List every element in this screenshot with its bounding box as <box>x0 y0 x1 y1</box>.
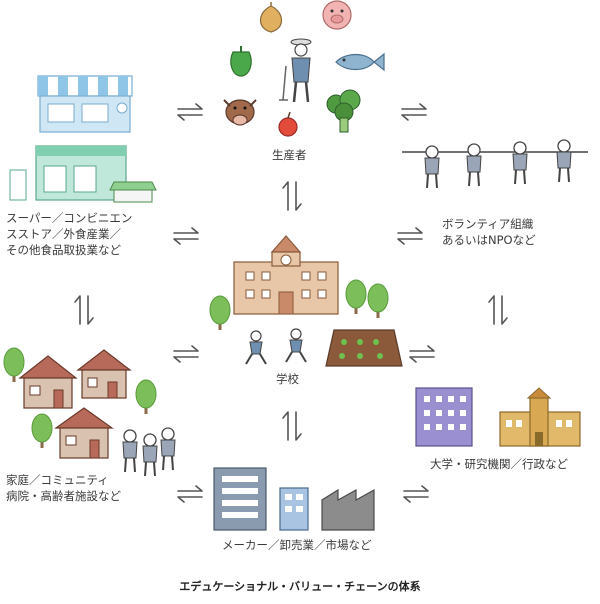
tree-icon <box>32 414 52 448</box>
retail-label-line: その他食品取扱業など <box>6 242 132 258</box>
apple-icon <box>279 112 297 136</box>
students-icon <box>246 329 306 364</box>
tree-icon <box>368 284 388 318</box>
fish-icon <box>336 54 384 70</box>
exchange-arrows-icon <box>402 104 426 120</box>
university-label: 大学・研究機関／行政など <box>430 456 568 472</box>
home-label-line: 家庭／コミュニティ <box>6 472 121 488</box>
family-icon <box>123 428 175 476</box>
retail-label: スーパー／コンビニエン スストア／外食産業／ その他食品取扱業など <box>6 210 132 258</box>
volunteer-label: ボランティア組織 あるいはNPOなど <box>442 216 536 248</box>
farmer-icon <box>279 39 311 102</box>
exchange-arrows-icon <box>489 296 507 324</box>
tree-icon <box>210 296 230 330</box>
onion-icon <box>260 2 281 32</box>
exchange-arrows-icon <box>178 486 202 502</box>
broccoli-icon <box>327 90 360 132</box>
exchange-arrows-icon <box>75 296 93 324</box>
exchange-arrows-icon <box>283 182 301 210</box>
pig-icon <box>323 1 351 29</box>
pepper-icon <box>231 46 251 76</box>
exchange-arrows-icon <box>174 228 198 244</box>
home-label-line: 病院・高齢者施設など <box>6 488 121 504</box>
university-icon <box>416 388 580 446</box>
tree-icon <box>136 380 156 414</box>
garden-icon <box>326 330 402 366</box>
school-label: 学校 <box>276 371 299 387</box>
cow-icon <box>224 100 256 125</box>
home-label: 家庭／コミュニティ 病院・高齢者施設など <box>6 472 121 504</box>
factory-icon <box>214 468 374 530</box>
exchange-arrows-icon <box>398 228 422 244</box>
exchange-arrows-icon <box>410 346 434 362</box>
retail-label-line: スストア／外食産業／ <box>6 226 132 242</box>
exchange-arrows-icon <box>174 346 198 362</box>
volunteer-label-line: ボランティア組織 <box>442 216 536 232</box>
house-icon <box>20 350 130 458</box>
maker-label: メーカー／卸売業／市場など <box>222 537 372 553</box>
tree-icon <box>346 280 366 314</box>
retail-label-line: スーパー／コンビニエン <box>6 210 132 226</box>
diagram-caption: エデュケーショナル・バリュー・チェーンの体系 <box>0 578 600 594</box>
producer-label: 生産者 <box>272 147 307 163</box>
exchange-arrows-icon <box>178 104 202 120</box>
exchange-arrows-icon <box>283 412 301 440</box>
volunteer-label-line: あるいはNPOなど <box>442 232 536 248</box>
store-icon <box>10 76 156 202</box>
exchange-arrows-icon <box>404 486 428 502</box>
school-icon <box>234 236 338 314</box>
children-icon <box>402 140 588 188</box>
